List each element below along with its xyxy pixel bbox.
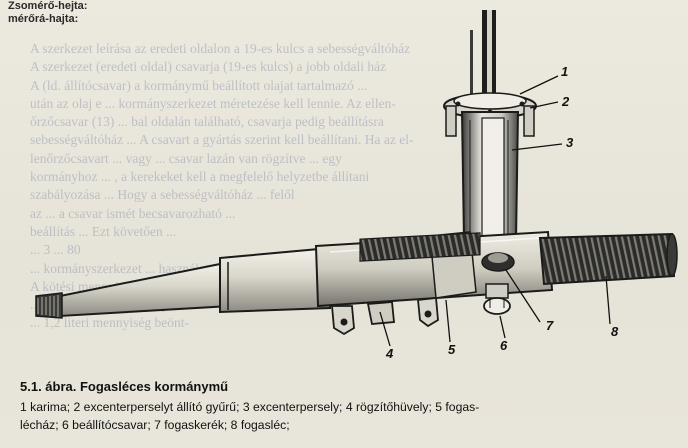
bleed-line: A szerkezet (eredeti oldal) csavarja (19…	[30, 59, 387, 75]
top-text-line-1: Zsomérő-hejta:	[8, 0, 88, 12]
callout-1-label: 1	[561, 64, 569, 79]
callout-2-label: 2	[562, 94, 570, 109]
rack-tube	[35, 246, 331, 319]
caption-line-1: 1 karima; 2 excenterperselyt állító gyűr…	[20, 400, 480, 414]
caption-title: 5.1. ábra. Fogasléces kormánymű	[20, 379, 229, 394]
callout-4-label: 4	[386, 346, 394, 361]
callout-7-label: 7	[546, 318, 554, 333]
bleed-line: beállítás ... Ezt követően ...	[30, 223, 177, 239]
callout-8-label: 8	[611, 324, 619, 339]
bleed-line: őrzőcsavar (13) ... bal oldalán találhat…	[30, 114, 384, 130]
rack-teeth-inner	[359, 232, 481, 262]
adjusting-screw	[483, 283, 511, 315]
bleed-line: A szerkezet leírása az eredeti oldalon a…	[30, 41, 411, 56]
figure-caption: 5.1. ábra. Fogasléces kormánymű 1 karima…	[20, 378, 680, 434]
bleed-line: ... 3 ... 80	[30, 242, 81, 258]
top-text-line-2: mérőrá-hajta:	[8, 13, 79, 25]
callout-6-label: 6	[500, 338, 508, 353]
bleed-line: ... kormányszerkezet ... használata.	[30, 260, 219, 276]
bleed-line: A (ld. állítócsavar) a kormánymű beállít…	[30, 77, 368, 93]
bleed-line: után az olaj e ... kormányszerkezet mére…	[30, 95, 396, 111]
bleed-line: sebességváltóház ... A csavart a gyártás…	[30, 132, 414, 148]
rack-bar	[538, 232, 678, 286]
callout-3-label: 3	[566, 135, 574, 150]
callout-leaders	[379, 75, 611, 347]
bleed-line: az ... a csavar ismét becsavarozható ...	[30, 205, 236, 221]
bleed-through-text: A szerkezet leírása az eredeti oldalon a…	[30, 41, 414, 331]
bleed-line: szabályozása ... Hogy a sebességváltóház…	[30, 187, 295, 203]
steering-gear-illustration	[35, 10, 678, 347]
mounting-sleeve	[331, 297, 439, 336]
column-shaft	[470, 10, 496, 100]
callout-5-label: 5	[448, 342, 456, 357]
bleed-line: kormányhoz ... , a kerekeket kell a megf…	[30, 169, 370, 185]
top-text-fragment: Zsomérő-hejta: mérőrá-hajta:	[8, 0, 87, 26]
bleed-line: lenőrzőcsavart ... vagy ... csavar lazán…	[30, 150, 342, 166]
caption-line-2: lécház; 6 beállítócsavar; 7 fogaskerék; …	[20, 417, 290, 432]
pinion-housing	[460, 111, 520, 241]
caption-body: 1 karima; 2 excenterperselyt állító gyűr…	[20, 399, 680, 434]
bleed-line: ... 1,2 literi mennyiség beönt-	[30, 315, 189, 331]
pinion-gear	[481, 252, 515, 272]
